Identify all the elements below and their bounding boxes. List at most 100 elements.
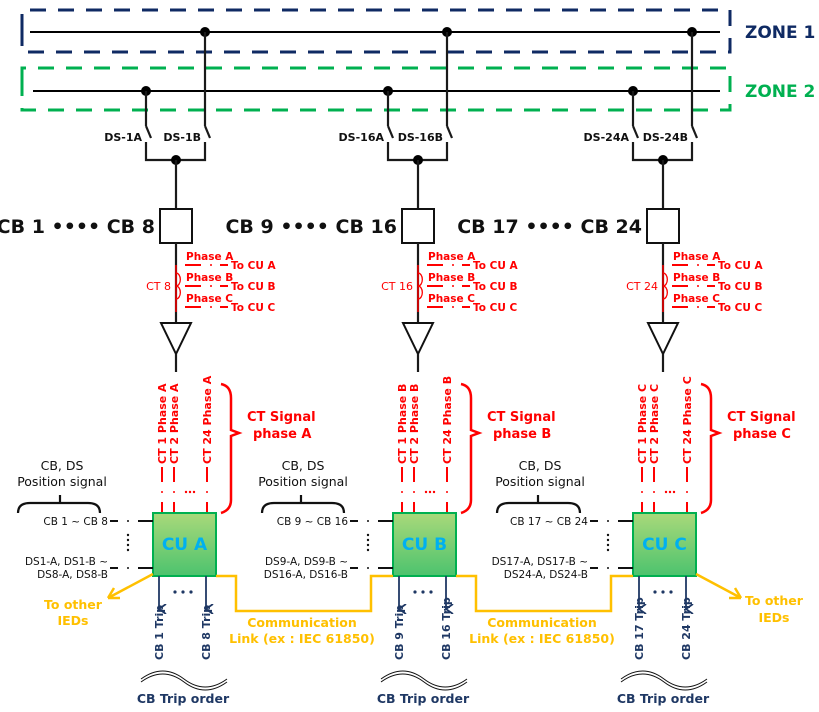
ct-signal-label: CT Signal (247, 410, 316, 425)
position-signal-brace (260, 495, 346, 514)
ct-coil-icon (417, 272, 423, 300)
to-other-ieds-arrow-icon (106, 572, 154, 600)
ellipsis-dot (366, 543, 370, 547)
ellipsis-dot (653, 590, 657, 594)
ellipsis-dot (606, 533, 610, 537)
phase-label: Phase A (673, 251, 721, 263)
ct-input-dot (686, 491, 688, 493)
ct-input-label: CT 24 Phase C (681, 376, 694, 464)
ct-input-label: CT 2 Phase A (168, 383, 181, 464)
phase-label: Phase B (186, 272, 233, 284)
trip-order-label: CB Trip order (377, 691, 470, 706)
position-signal-title: CB, DS (282, 458, 325, 473)
ellipsis-dot (669, 590, 673, 594)
to-cu-label: To CU A (718, 260, 764, 272)
trip-order-brace (620, 670, 708, 691)
communication-link-a-b (216, 574, 393, 613)
ct-input-label: CT 1 Phase B (396, 384, 409, 464)
cb-range-signal: CB 17 ~ CB 24 (510, 516, 588, 528)
cb-range-signal: CB 1 ~ CB 8 (43, 516, 108, 528)
ellipsis-dot (421, 590, 425, 594)
ds-b-label: DS-16B (398, 131, 443, 144)
trip-order-label: CB Trip order (137, 691, 230, 706)
ellipsis-dot (366, 548, 370, 552)
position-signal-title-2: Position signal (495, 474, 585, 489)
ellipsis-dot (366, 533, 370, 537)
phase-dot (697, 285, 699, 287)
ellipsis-dot (661, 590, 665, 594)
comm-link-label-2: Link (ex : IEC 61850) (229, 631, 375, 646)
ellipsis-dot (126, 543, 130, 547)
ct-input-label: CT 1 Phase C (636, 384, 649, 464)
ct-input-dot (206, 491, 208, 493)
phase-label: Phase B (673, 272, 720, 284)
phase-dot (210, 285, 212, 287)
ellipsis-dot (173, 590, 177, 594)
phase-dot (210, 264, 212, 266)
ct-signal-phase-label: phase C (733, 427, 791, 442)
ds-a-label: DS-16A (339, 131, 385, 144)
phase-dot (697, 306, 699, 308)
ct-signal-bracket (460, 382, 483, 515)
ds-b-label: DS-24B (643, 131, 688, 144)
load-triangle-icon (401, 322, 435, 357)
ct-input-label: CT 24 Phase B (441, 376, 454, 464)
to-other-ieds-arrow-icon (695, 572, 743, 600)
ellipsis-dot (432, 490, 436, 494)
trip-order-brace (380, 670, 468, 691)
ellipsis-dot (413, 590, 417, 594)
ds-a-label: DS-1A (104, 131, 142, 144)
zone-2: ZONE 2 (20, 66, 815, 112)
trip-label: CB 24 Trip (680, 597, 693, 660)
ct-input-dot (173, 491, 175, 493)
ds-range-signal: DS1-A, DS1-B ~ (25, 556, 108, 568)
cb-range-label: CB 1 •••• CB 8 (0, 216, 155, 238)
position-signal-title-2: Position signal (17, 474, 107, 489)
control-unit-label: CU C (642, 535, 687, 555)
ct-input-label: CT 24 Phase A (201, 375, 214, 464)
ct-label: CT 16 (381, 280, 413, 293)
ct-input-dot (401, 491, 403, 493)
control-unit-box (152, 512, 217, 577)
zone-2-label: ZONE 2 (745, 82, 815, 102)
trip-label: CB 16 Trip (440, 597, 453, 660)
to-cu-label: To CU C (718, 302, 763, 314)
phase-dot (452, 285, 454, 287)
comm-link-label: Communication (487, 615, 597, 630)
to-cu-label: To CU A (473, 260, 519, 272)
circuit-breaker-box (646, 208, 680, 244)
to-cu-label: To CU B (231, 281, 276, 293)
signal-dot (367, 567, 369, 569)
ct-signal-phase-label: phase A (253, 427, 311, 442)
cb-range-label: CB 17 •••• CB 24 (457, 216, 642, 238)
ds-range-signal: DS17-A, DS17-B ~ (492, 556, 588, 568)
position-signal-title: CB, DS (519, 458, 562, 473)
communication-link-b-c (456, 574, 633, 613)
signal-dot (607, 520, 609, 522)
trip-label: CB 9 Trip (393, 605, 406, 660)
ellipsis-dot (366, 538, 370, 542)
trip-label: CB 1 Trip (153, 605, 166, 660)
phase-dot (697, 264, 699, 266)
ellipsis-dot (188, 490, 192, 494)
ellipsis-dot (606, 548, 610, 552)
ct-signal-phase-label: phase B (493, 427, 551, 442)
phase-label: Phase C (673, 293, 720, 305)
ct-input-label: CT 2 Phase B (408, 384, 421, 464)
phase-dot (210, 306, 212, 308)
ct-input-label: CT 1 Phase A (156, 383, 169, 464)
load-triangle-icon (646, 322, 680, 357)
position-signal-title: CB, DS (41, 458, 84, 473)
zone-1-label: ZONE 1 (745, 23, 815, 43)
ellipsis-dot (126, 548, 130, 552)
control-unit-label: CU A (162, 535, 208, 555)
ds-b-label: DS-1B (163, 131, 201, 144)
position-signal-brace (16, 495, 102, 514)
ellipsis-dot (181, 590, 185, 594)
ct-signal-bracket (220, 382, 243, 515)
phase-dot (452, 306, 454, 308)
ellipsis-dot (428, 490, 432, 494)
